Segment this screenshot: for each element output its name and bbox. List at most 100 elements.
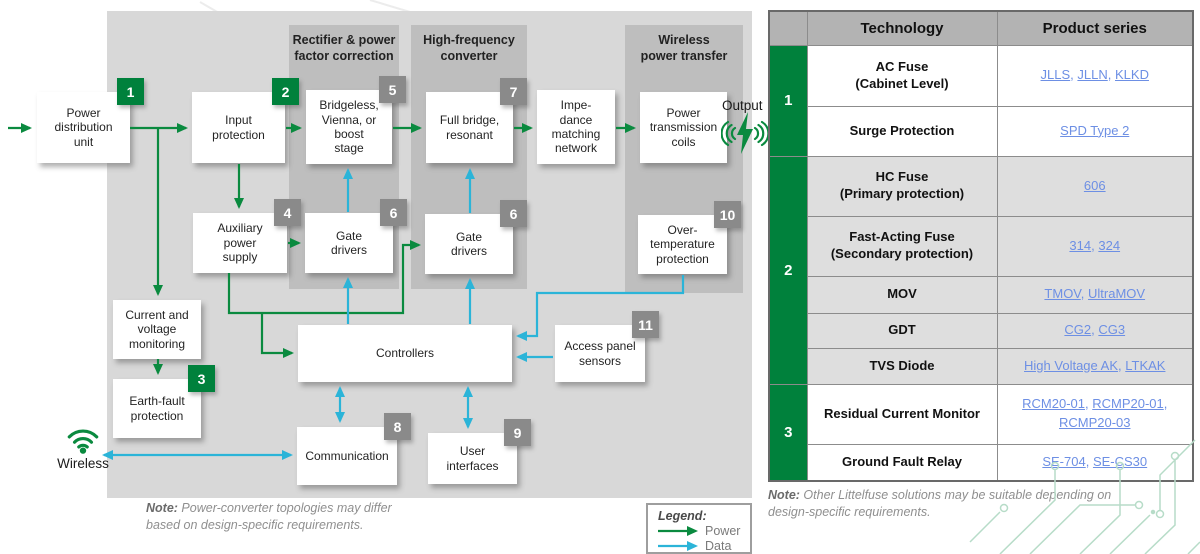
block-label: Access panel sensors — [564, 339, 636, 368]
power-arrow-icon — [658, 525, 698, 536]
product-link-cg2[interactable]: CG2 — [1064, 322, 1092, 338]
product-series-cell: TMOV, UltraMOV — [996, 275, 1194, 314]
product-link-rcmp20-01[interactable]: RCMP20-01 — [1092, 396, 1164, 412]
technology-cell: Surge Protection — [806, 105, 998, 157]
technology-cell: Residual Current Monitor — [806, 383, 998, 445]
table-row: Surge Protection SPD Type 2 — [769, 105, 1194, 157]
technology-cell: MOV — [806, 275, 998, 314]
table-corner-cell — [768, 10, 808, 46]
block-current-voltage-monitoring: Current and voltage monitoring — [113, 300, 201, 359]
product-link-ultramov[interactable]: UltraMOV — [1088, 286, 1146, 302]
product-link-jlls[interactable]: JLLS — [1040, 67, 1071, 83]
product-link-high-voltage-ak[interactable]: High Voltage AK — [1024, 357, 1118, 373]
product-link-separator: , — [1091, 322, 1099, 338]
legend-box: Legend: Power Data — [646, 503, 752, 554]
legend-title: Legend: — [658, 509, 707, 523]
step-badge-6: 6 — [500, 200, 527, 227]
block-label: Over- temperature protection — [650, 222, 715, 266]
product-link-separator: , — [1084, 396, 1093, 412]
block-label: Auxiliary power supply — [217, 221, 263, 265]
product-link-cg3[interactable]: CG3 — [1098, 322, 1126, 338]
block-label: Gate drivers — [330, 228, 367, 257]
table-note-prefix: Note: — [768, 488, 800, 502]
legend-data-row: Data — [658, 538, 742, 553]
group-panel-label: High-frequency converter — [423, 33, 515, 63]
product-link-se-cs30[interactable]: SE-CS30 — [1092, 453, 1148, 469]
block-label: Communication — [305, 448, 389, 463]
step-badge-10: 10 — [714, 201, 741, 228]
table-header-technology: Technology — [806, 10, 998, 46]
diagram-note: Note: Power-converter topologies may dif… — [146, 500, 408, 534]
product-series-cell: SE-704, SE-CS30 — [996, 443, 1194, 482]
product-link-324[interactable]: 324 — [1098, 237, 1121, 253]
product-link-rcmp20-03[interactable]: RCMP20-03 — [1058, 415, 1131, 430]
product-link-spd-type-2[interactable]: SPD Type 2 — [1060, 122, 1130, 138]
wifi-icon — [67, 429, 99, 454]
block-gate-drivers-pfc: Gate drivers 6 — [305, 199, 407, 273]
diagram-note-prefix: Note: — [146, 501, 178, 515]
block-label: Power transmission coils — [649, 105, 718, 149]
product-link-jlln[interactable]: JLLN — [1077, 67, 1108, 83]
product-series-cell: JLLS, JLLN, KLKD — [996, 44, 1194, 107]
product-link-separator: , — [1080, 286, 1089, 302]
technology-cell: AC Fuse (Cabinet Level) — [806, 44, 998, 107]
block-label: Impe- dance matching network — [551, 98, 601, 156]
block-label: Current and voltage monitoring — [125, 307, 189, 351]
product-link-klkd[interactable]: KLKD — [1115, 67, 1149, 83]
data-arrow-icon — [658, 540, 698, 551]
product-link-se-704[interactable]: SE-704 — [1042, 453, 1086, 469]
block-power-transmission-coils: Power transmission coils — [640, 92, 727, 163]
product-series-cell: CG2, CG3 — [996, 312, 1194, 349]
product-link-606[interactable]: 606 — [1083, 177, 1106, 193]
product-link-separator: , — [1085, 453, 1093, 469]
legend-data-label: Data — [705, 538, 732, 553]
table-note: Note: Other Littelfuse solutions may be … — [768, 487, 1113, 521]
product-series-cell: High Voltage AK, LTKAK — [996, 347, 1194, 385]
product-link-rcm20-01[interactable]: RCM20-01 — [1022, 396, 1085, 412]
diagram-note-text: Power-converter topologies may differ ba… — [146, 501, 392, 532]
product-series-cell: SPD Type 2 — [996, 105, 1194, 157]
step-badge-9: 9 — [504, 419, 531, 446]
table-note-text: Other Littelfuse solutions may be suitab… — [768, 488, 1112, 519]
technology-cell: Fast-Acting Fuse (Secondary protection) — [806, 215, 998, 277]
product-link-tmov[interactable]: TMOV — [1044, 286, 1081, 302]
product-series-cell: 314, 324 — [996, 215, 1194, 277]
step-badge-7: 7 — [500, 78, 527, 105]
wireless-output-bolt-icon — [721, 112, 769, 154]
block-label: Controllers — [375, 346, 435, 361]
output-label: Output — [722, 98, 763, 113]
product-link-ltkak[interactable]: LTKAK — [1125, 357, 1166, 373]
technology-cell: TVS Diode — [806, 347, 998, 385]
table-group-number-3: 3 — [768, 383, 808, 482]
product-link-314[interactable]: 314 — [1069, 237, 1092, 253]
block-label: Input protection — [212, 113, 265, 142]
product-link-separator: , — [1163, 396, 1168, 412]
step-badge-2: 2 — [272, 78, 299, 105]
legend-power-label: Power — [705, 523, 741, 538]
block-label: Power distribution unit — [54, 105, 113, 149]
product-series-cell: RCM20-01, RCMP20-01, RCMP20-03 — [996, 383, 1194, 445]
legend-power-row: Power — [658, 523, 742, 538]
block-label: Gate drivers — [450, 229, 487, 258]
table-group-number-2: 2 — [768, 155, 808, 385]
step-badge-3: 3 — [188, 365, 215, 392]
group-panel-label: Rectifier & power factor correction — [292, 33, 396, 63]
product-link-separator: , — [1107, 67, 1115, 83]
step-badge-6: 6 — [380, 199, 407, 226]
block-label: Full bridge, resonant — [439, 113, 500, 142]
product-series-cell: 606 — [996, 155, 1194, 217]
block-label: User interfaces — [446, 444, 499, 473]
block-label: Bridgeless, Vienna, or boost stage — [319, 98, 379, 156]
product-link-separator: , — [1118, 357, 1126, 373]
